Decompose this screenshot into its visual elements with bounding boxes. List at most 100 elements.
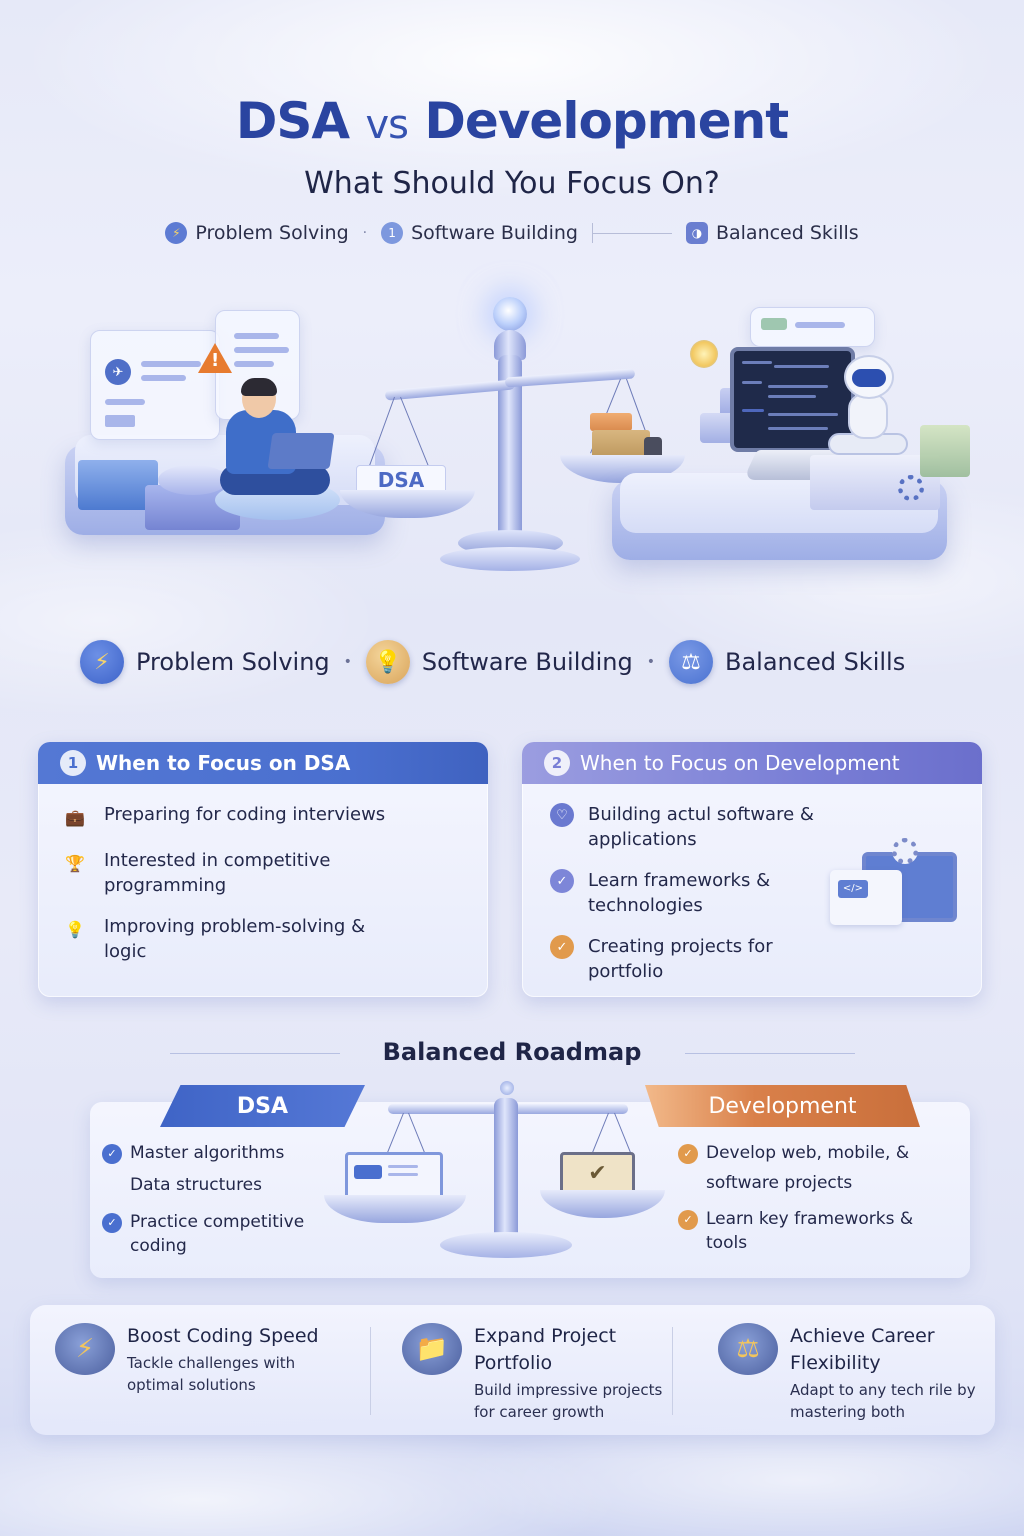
benefit-desc: Tackle challenges with optimal solutions [127,1354,296,1394]
roadmap-item-text: Master algorithms [130,1143,285,1163]
dsa-card-title: When to Focus on DSA [96,751,351,775]
tag-label: Balanced Skills [715,222,859,244]
dsa-focus-card: 1 When to Focus on DSA 💼 Preparing for c… [38,742,488,997]
dsa-ribbon: DSA [160,1085,365,1127]
green-block [920,425,970,477]
list-item: 💼 Preparing for coding interviews [60,802,466,832]
tag-label: Problem Solving [195,222,349,244]
benefit-coding-speed: ⚡ Boost Coding Speed Tackle challenges w… [55,1323,357,1396]
header-tag-row: ⚡ Problem Solving · 1 Software Building … [0,222,1024,244]
benefit-title: Expand Project Portfolio [474,1325,617,1374]
scale-beam-left [384,379,516,401]
heart-check-icon: ♡ [550,803,574,827]
code-window: </> [830,870,902,925]
divider-line [170,1053,340,1054]
robot-visor [852,369,886,387]
gear-icon [892,838,918,864]
roadmap-dsa-item: Data structures [130,1173,262,1197]
roadmap-title: Balanced Roadmap [382,1038,642,1066]
development-card-title: When to Focus on Development [580,751,900,775]
header-tag-balanced-skills: ◑ Balanced Skills [685,222,859,244]
scale-icon: ⚖ [668,640,713,684]
trophy-icon: 🏆 [65,853,85,873]
lightbulb-icon: 💡 [65,919,85,939]
lightning-icon: ⚡ [165,222,188,244]
floating-panel: ✈ [90,330,220,440]
balance-icon: ◑ [685,222,708,244]
number-badge: 1 [60,750,86,776]
header-tag-problem-solving: ⚡ Problem Solving [165,222,349,244]
roadmap-dev-item: ✓ Learn key frameworks & tools [678,1207,956,1255]
benefit-career-flexibility: ⚖ Achieve Career Flexibility Adapt to an… [718,1323,985,1423]
development-focus-card: 2 When to Focus on Development ♡ Buildin… [522,742,982,997]
list-item-text: Building actul software & applications [588,804,814,850]
lightbulb-icon [690,340,718,368]
floating-panel [750,307,875,347]
skill-tag-row: ⚡ Problem Solving • 💡 Software Building … [80,640,1000,684]
list-item-text: Preparing for coding interviews [104,804,386,825]
roadmap-dsa-item: ✓ Master algorithms [102,1141,284,1165]
header-tag-software-building: 1 Software Building [381,222,578,244]
title-development: Development [424,92,789,150]
check-circle-icon: ✓ [550,869,574,893]
page-subtitle: What Should You Focus On? [304,166,720,201]
skill-tag-problem-solving: Problem Solving [136,648,330,676]
separator-dot: · [362,225,368,241]
list-item-text: Creating projects for portfolio [588,936,773,982]
lightning-icon: ⚡ [80,640,124,684]
dsa-card-header: 1 When to Focus on DSA [38,742,488,784]
roadmap-dsa-item: ✓ Practice competitive coding [102,1210,330,1258]
plane-icon: ✈ [105,359,131,385]
divider [370,1327,371,1415]
code-icon: </> [838,880,868,898]
divider [672,1327,673,1415]
roadmap-item-text: Learn key frameworks & tools [706,1209,914,1253]
list-item: 🏆 Interested in competitive programming [60,848,466,898]
divider-line [685,1053,855,1054]
person-hair [241,378,277,396]
scale-base [440,1232,572,1258]
scale-knob [500,1081,514,1095]
number-badge: 2 [544,750,570,776]
list-item: ♡ Building actul software & applications [550,802,960,852]
person-laptop [267,433,335,469]
list-item: ✓ Creating projects for portfolio [550,934,960,984]
briefcase-icon: 💼 [65,807,85,827]
scale-post [494,1098,518,1243]
roadmap-item-text: Practice competitive coding [130,1212,305,1256]
number-one-icon: 1 [381,222,404,244]
warning-mark: ! [211,350,220,371]
hero-illustration: ✈ ! DSA [40,285,990,605]
benefits-panel: ⚡ Boost Coding Speed Tackle challenges w… [30,1305,995,1435]
title-dsa: DSA [235,92,350,150]
robot-body [848,393,888,439]
benefit-title: Boost Coding Speed [127,1325,319,1347]
disk-cylinder [158,465,228,495]
check-circle-icon: ✓ [678,1210,698,1230]
benefit-desc: Build impressive projects for career gro… [474,1381,663,1421]
code-chip [354,1165,382,1179]
connector-line [591,223,672,243]
lightbulb-icon: 💡 [365,640,410,684]
roadmap-item-text: Data structures [130,1175,262,1195]
glowing-orb [493,297,527,331]
roadmap-dev-item: ✓ Develop web, mobile, & software projec… [678,1141,956,1198]
tag-label: Software Building [411,222,578,244]
check-circle-icon: ✓ [102,1213,122,1233]
lightning-icon: ⚡ [55,1323,115,1375]
folder-icon: 📁 [402,1323,462,1375]
benefit-desc: Adapt to any tech rile by mastering both [790,1381,976,1421]
development-card-header: 2 When to Focus on Development [522,742,982,784]
check-circle-icon: ✓ [102,1144,122,1164]
laptop-screen [730,347,855,452]
roadmap-item-text: Develop web, mobile, & software projects [706,1143,910,1193]
check-circle-icon: ✓ [678,1144,698,1164]
scale-beam-right [504,368,636,388]
benefit-title: Achieve Career Flexibility [790,1325,935,1374]
page-title: DSA vs Development [0,92,1024,150]
scale-icon: ⚖ [718,1323,778,1375]
scale-base-plate [440,547,580,571]
skill-tag-software-building: Software Building [421,648,633,676]
data-block [78,460,158,510]
development-ribbon: Development [645,1085,920,1127]
